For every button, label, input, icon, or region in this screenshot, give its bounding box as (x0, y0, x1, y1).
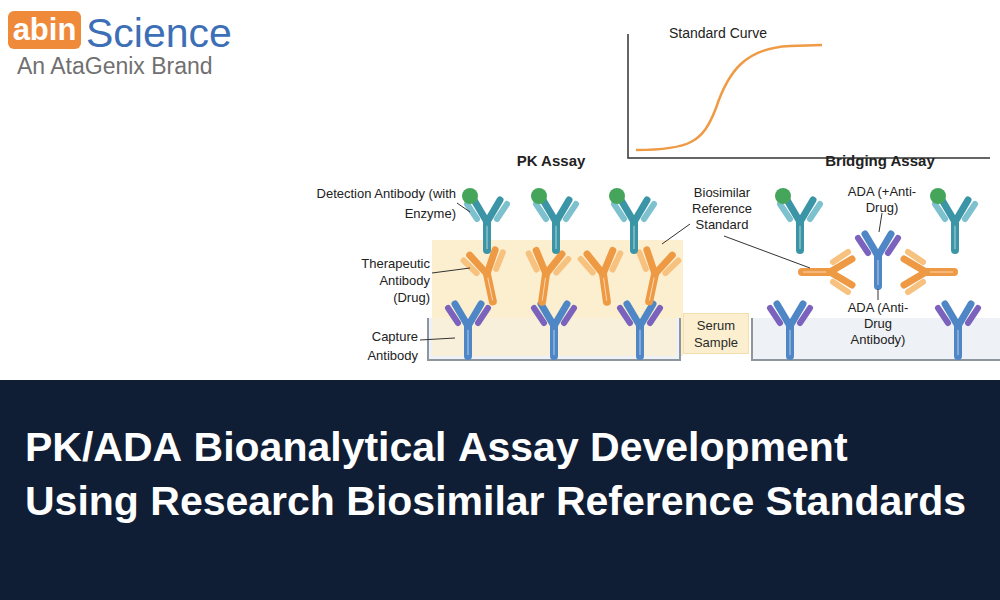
capture-antibody (448, 304, 488, 356)
drug-antibody (522, 249, 569, 304)
part-label: Biosimilar Reference Standard (682, 185, 762, 233)
part-label: Detection Antibody (with Enzyme) (306, 184, 456, 224)
enzyme-dot (775, 188, 791, 204)
drug-antibody (904, 252, 954, 292)
capture-antibody (770, 304, 810, 356)
leader-line (420, 338, 455, 340)
detection-antibody (614, 200, 654, 250)
leader-line (879, 213, 882, 232)
capture-antibody (534, 304, 574, 356)
ada-antibody (858, 234, 898, 286)
enzyme-dot (609, 188, 625, 204)
enzyme-dot (531, 188, 547, 204)
brand-tagline: An AtaGenix Brand (17, 52, 277, 80)
capture-antibody (938, 304, 978, 356)
chart-axes (628, 34, 990, 158)
part-label: Therapeutic Antibody (Drug) (350, 255, 430, 306)
enzyme-dot (462, 188, 478, 204)
standard-curve (636, 45, 822, 150)
capture-antibody (620, 304, 660, 356)
detection-antibody (935, 200, 975, 250)
title-banner (0, 380, 1000, 600)
detection-antibody (536, 200, 576, 250)
brand-name: Science (86, 10, 286, 57)
chart-title: Standard Curve (648, 24, 788, 42)
leader-line (457, 203, 470, 212)
detection-antibody (467, 200, 507, 250)
panel-heading: PK Assay (481, 151, 621, 171)
leader-line (662, 224, 690, 244)
serum-region (432, 240, 683, 356)
node-text: abin (13, 12, 77, 48)
banner-title: PK/ADA Bioanalytical Assay Development U… (25, 420, 969, 528)
part-label: ADA (Anti-Drug Antibody) (836, 300, 920, 348)
drug-antibody (630, 248, 680, 305)
drug-antibody (580, 249, 627, 304)
node-text: Serum Sample (684, 317, 748, 351)
detection-antibody (780, 200, 820, 250)
enzyme-dot (930, 188, 946, 204)
panel-heading: Bridging Assay (800, 151, 960, 171)
logo-box: abin (8, 11, 81, 49)
sample-box: Serum Sample (683, 313, 749, 354)
drug-antibody (463, 248, 513, 305)
leader-line (432, 268, 470, 273)
leader-line (724, 236, 810, 268)
part-label: ADA (+Anti-Drug) (840, 184, 924, 216)
part-label: Capture Antibody (348, 327, 418, 365)
leader-line (878, 289, 879, 300)
drug-antibody (802, 252, 852, 292)
